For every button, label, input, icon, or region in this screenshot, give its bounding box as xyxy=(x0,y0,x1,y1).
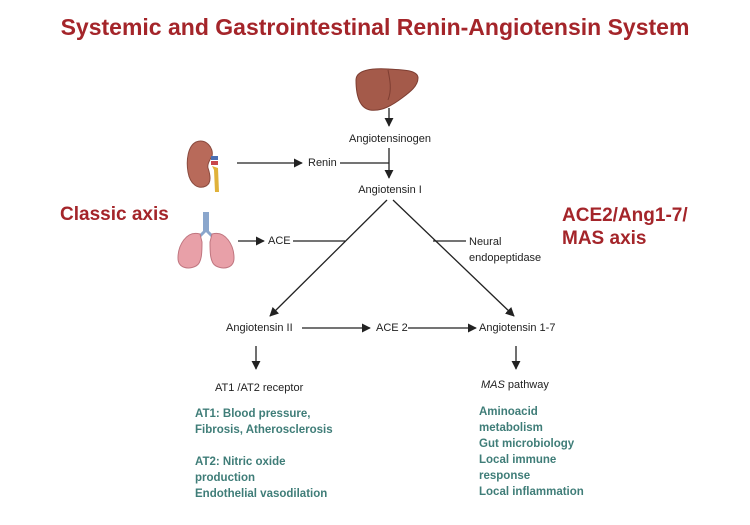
ace2-axis-label-line2: MAS axis xyxy=(562,228,647,249)
node-mas-pathway: MAS pathway xyxy=(481,379,549,392)
effect-item: response xyxy=(479,470,531,482)
effect-item: AT1: Blood pressure, xyxy=(195,408,311,420)
kidney-icon xyxy=(186,140,219,192)
liver-icon xyxy=(355,68,419,111)
neural-endopeptidase-line2: endopeptidase xyxy=(469,252,542,264)
effect-item: Fibrosis, Atherosclerosis xyxy=(195,424,333,436)
angiotensin1-to-angiotensin17-arrow xyxy=(392,199,515,317)
ace2-axis-label-line1: ACE2/Ang1-7/ xyxy=(562,205,688,226)
node-angiotensin-2: Angiotensin II xyxy=(226,322,293,334)
effect-item: AT2: Nitric oxide xyxy=(195,456,286,468)
mas-pathway-text: pathway xyxy=(504,379,549,391)
effect-item: Local inflammation xyxy=(479,486,584,498)
effect-item xyxy=(195,438,333,454)
neural-endopeptidase-line1: Neural xyxy=(469,236,502,248)
ace2-effects-list: Aminoacid metabolism Gut microbiology Lo… xyxy=(479,404,584,500)
node-renin: Renin xyxy=(308,157,337,169)
lungs-icon xyxy=(177,212,235,269)
effect-item: Endothelial vasodilation xyxy=(195,488,328,500)
node-at-receptor: AT1 /AT2 receptor xyxy=(215,382,304,394)
effect-item: production xyxy=(195,472,256,484)
mas-italic-text: MAS xyxy=(481,379,505,391)
effect-item: Aminoacid xyxy=(479,406,538,418)
classic-axis-label: Classic axis xyxy=(60,204,169,225)
angiotensin1-to-angiotensin2-arrow xyxy=(269,199,388,317)
effect-item: metabolism xyxy=(479,422,543,434)
effect-item: Local immune xyxy=(479,454,557,466)
node-angiotensin-1: Angiotensin I xyxy=(358,184,422,196)
page-title: Systemic and Gastrointestinal Renin-Angi… xyxy=(60,14,690,40)
node-ace: ACE xyxy=(268,235,291,247)
node-neural-endopeptidase: Neural endopeptidase xyxy=(469,236,541,265)
classic-effects-list: AT1: Blood pressure, Fibrosis, Atheroscl… xyxy=(195,406,333,502)
node-ace-2: ACE 2 xyxy=(376,322,408,334)
effect-item: Gut microbiology xyxy=(479,438,575,450)
ace2-axis-label: ACE2/Ang1-7/ MAS axis xyxy=(562,204,688,250)
node-angiotensinogen: Angiotensinogen xyxy=(349,133,431,145)
node-angiotensin-1-7: Angiotensin 1-7 xyxy=(479,322,556,334)
